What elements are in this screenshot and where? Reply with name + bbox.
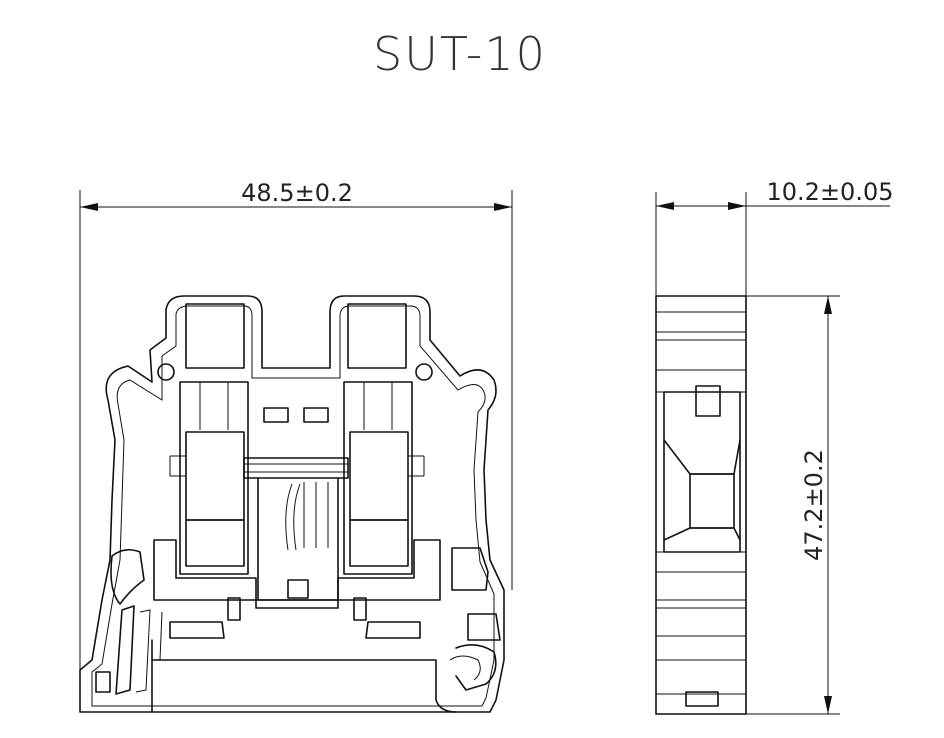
left-lower-slot [115,605,135,695]
left-lower-cutout [110,548,145,605]
height-dimension-label: 47.2±0.2 [800,449,828,561]
left-clamp [169,381,249,575]
bottom-right-cutout [467,613,501,641]
right-clamp [343,381,425,575]
current-bar [243,457,349,479]
lower-tab-right [353,597,367,621]
height-dimension: 47.2±0.2 [746,295,840,715]
left-foot-tab [95,671,111,693]
lower-bar [153,539,441,609]
drawing-title: SUT-10 [373,27,547,81]
thickness-dimension: 10.2±0.05 [655,178,894,296]
center-slot-right [303,407,329,423]
width-dimension-label: 48.5±0.2 [241,179,353,207]
terminal-body-inner [91,305,495,707]
side-view: 10.2±0.05 47.2±0.2 [655,178,894,715]
right-mount-hole [415,363,433,381]
side-clamp-window [663,385,741,553]
din-rail-foot [151,639,497,713]
center-slot-left [263,407,289,423]
lower-tab-left [227,597,241,621]
terminal-body-outline [79,295,505,713]
thickness-dimension-label: 10.2±0.05 [767,178,894,206]
right-wire-entry [347,303,407,369]
side-body-outline [655,295,747,715]
side-bottom-notch [685,691,719,707]
right-lower-cutout [451,547,489,591]
bottom-right-slot [365,621,421,639]
left-wire-entry [185,303,245,369]
center-test-socket [257,477,339,601]
left-mount-hole [157,363,175,381]
front-view: 48.5±0.2 [79,179,513,713]
bottom-left-slot [169,621,225,639]
side-body-ribs [656,311,746,695]
width-dimension: 48.5±0.2 [79,179,513,690]
